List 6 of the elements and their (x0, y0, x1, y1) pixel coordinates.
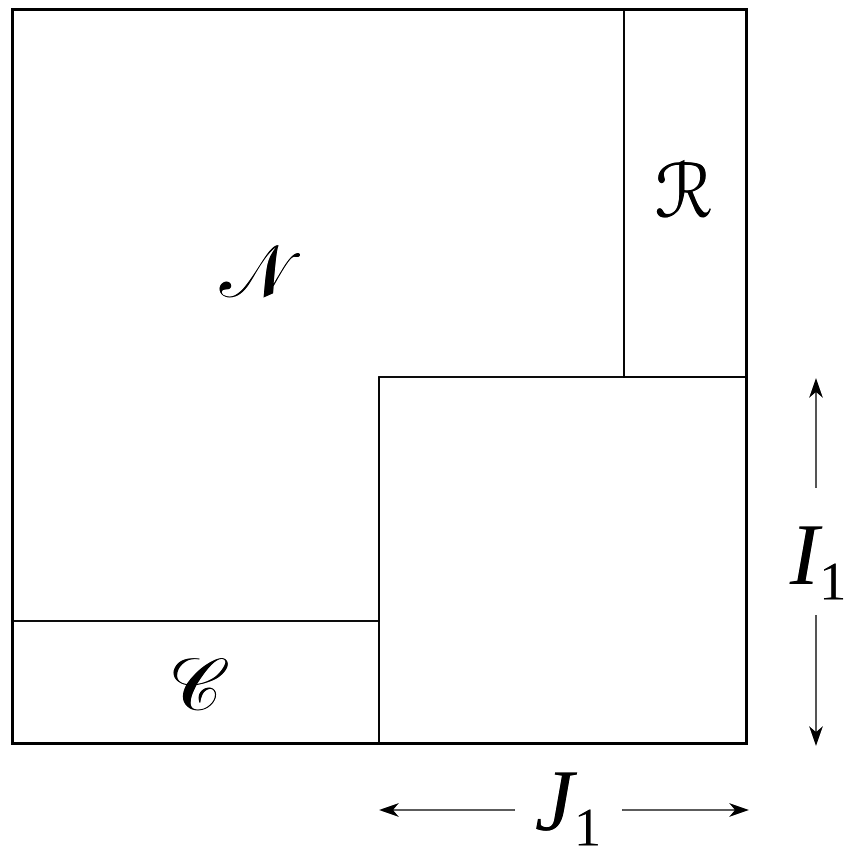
dimension-label: I$_{1}$ (788, 512, 848, 608)
block-label: 𝒞 (154, 642, 236, 728)
block-label: 𝒩 (206, 230, 304, 315)
dimension-label: J$_{1}$ (534, 758, 602, 854)
matrix-block (13, 621, 379, 743)
block-label: ℛ (653, 150, 714, 235)
